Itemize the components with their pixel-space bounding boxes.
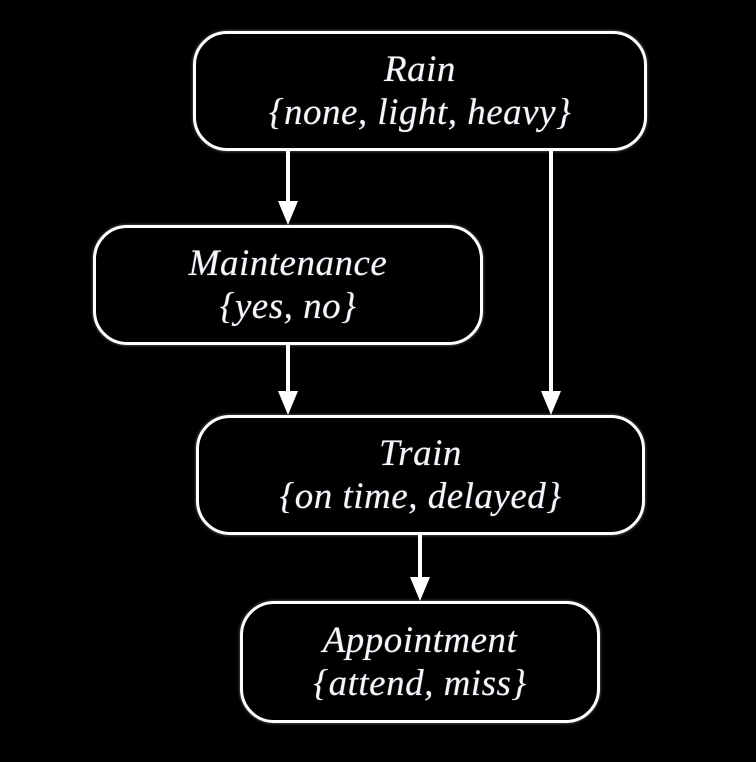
node-rain-title: Rain (384, 48, 456, 90)
edge-maintenance-to-train (268, 345, 308, 417)
node-rain-states: {none, light, heavy} (268, 92, 572, 133)
edge-rain-to-maintenance (268, 151, 308, 227)
node-appointment-title: Appointment (322, 619, 518, 661)
edge-train-to-appointment (400, 535, 440, 603)
arrowhead-down-icon (278, 391, 298, 415)
node-maintenance-states: {yes, no} (219, 286, 357, 327)
arrowhead-down-icon (410, 577, 430, 601)
arrowhead-down-icon (278, 201, 298, 225)
node-maintenance-title: Maintenance (188, 242, 388, 284)
arrowhead-down-icon (541, 391, 561, 415)
edge-rain-to-train (531, 151, 571, 417)
node-appointment-states: {attend, miss} (313, 663, 527, 704)
node-train-states: {on time, delayed} (279, 476, 562, 517)
node-train-title: Train (379, 432, 462, 474)
node-maintenance[interactable]: Maintenance {yes, no} (93, 225, 483, 345)
node-appointment[interactable]: Appointment {attend, miss} (240, 601, 600, 723)
node-train[interactable]: Train {on time, delayed} (196, 415, 645, 535)
node-rain[interactable]: Rain {none, light, heavy} (193, 31, 647, 151)
